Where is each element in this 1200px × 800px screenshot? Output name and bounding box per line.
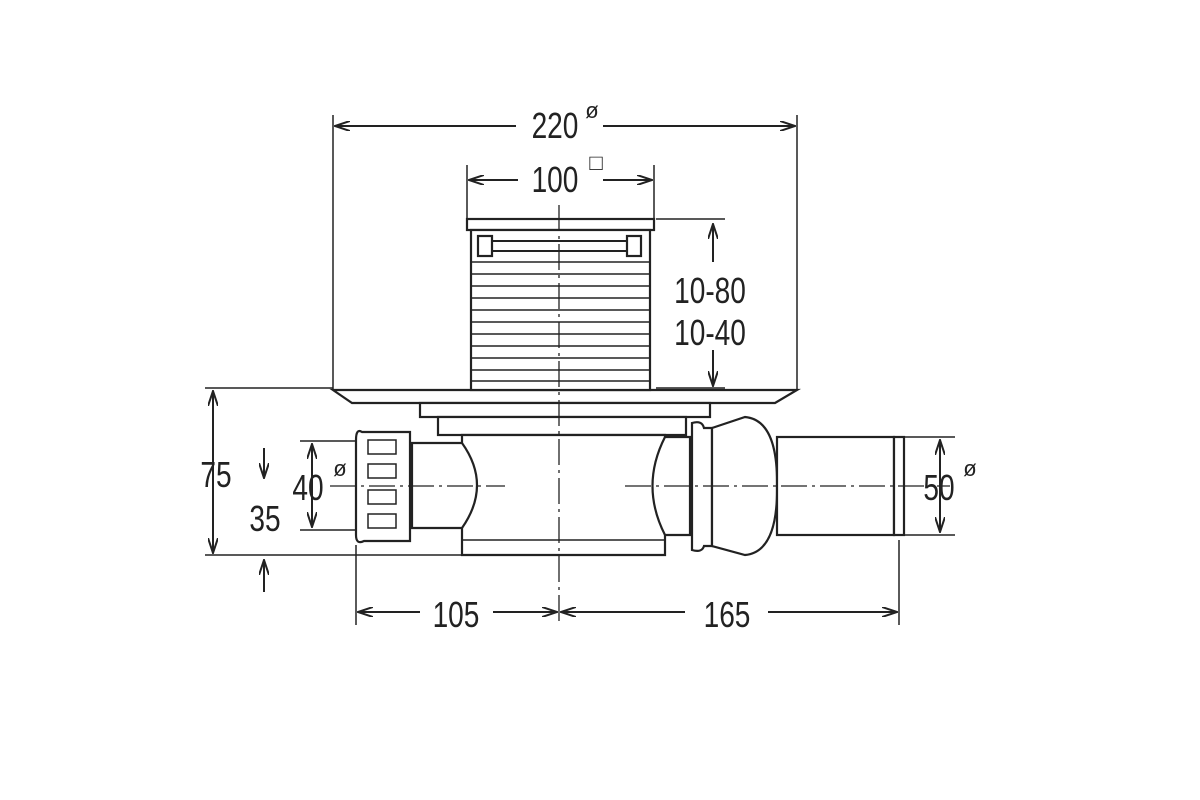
dimension-75-label: 75 — [200, 455, 231, 495]
height-range-label-2: 10-40 — [674, 313, 746, 353]
height-range-label-1: 10-80 — [674, 271, 746, 311]
dimension-165-label: 165 — [704, 595, 751, 635]
adjusting-sleeve — [465, 217, 656, 392]
dimension-40-label: 40 — [292, 468, 323, 508]
dimension-35-label: 35 — [249, 499, 280, 539]
dimension-105-label: 105 — [433, 595, 480, 635]
dimension-220-label: 220 — [532, 106, 579, 146]
dimension-220-symbol: ø — [585, 98, 598, 123]
dimension-100-symbol: □ — [589, 150, 602, 175]
center-lines — [330, 205, 950, 625]
dimension-50-symbol: ø — [963, 456, 976, 481]
dimension-50-label: 50 — [923, 468, 954, 508]
extension-lines — [205, 165, 955, 625]
dimension-40-symbol: ø — [333, 456, 346, 481]
dimension-100-label: 100 — [532, 160, 579, 200]
